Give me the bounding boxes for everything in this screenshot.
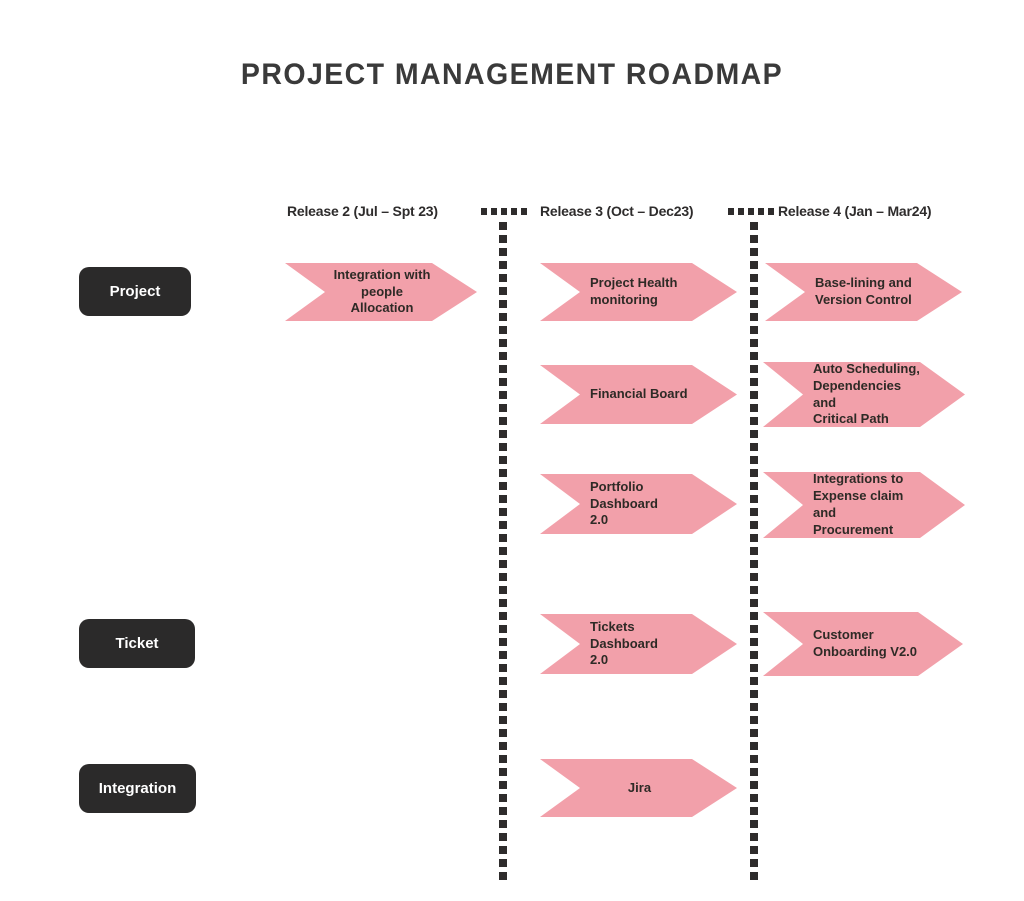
milestone-arrow-auto-scheduling-dependencies-critical-path: Auto Scheduling, Dependencies and Critic… bbox=[763, 362, 965, 427]
row-label-project: Project bbox=[79, 267, 191, 316]
row-label-project-text: Project bbox=[109, 283, 161, 300]
milestone-arrow-portfolio-dashboard-2-0: Portfolio Dashboard 2.0 bbox=[540, 474, 737, 534]
column-divider-line bbox=[499, 222, 507, 882]
milestone-arrow-integrations-expense-claim-procurement: Integrations to Expense claim and Procur… bbox=[763, 472, 965, 538]
header-divider-dashes bbox=[481, 208, 527, 215]
milestone-arrow-financial-board: Financial Board bbox=[540, 365, 737, 424]
page-title: PROJECT MANAGEMENT ROADMAP bbox=[240, 58, 784, 91]
milestone-arrow-integration-with-people-allocation: Integration with people Allocation bbox=[285, 263, 477, 321]
milestone-arrow-jira: Jira bbox=[540, 759, 737, 817]
milestone-arrow-base-lining-and-version-control: Base-lining and Version Control bbox=[765, 263, 962, 321]
header-divider-dashes bbox=[728, 208, 774, 215]
milestone-arrow-customer-onboarding-v2-0: Customer Onboarding V2.0 bbox=[763, 612, 963, 676]
row-label-ticket: Ticket bbox=[79, 619, 195, 668]
column-header-release-2: Release 2 (Jul – Spt 23) bbox=[287, 203, 438, 219]
column-divider-line bbox=[750, 222, 758, 882]
milestone-arrow-tickets-dashboard-2-0: Tickets Dashboard 2.0 bbox=[540, 614, 737, 674]
milestone-arrow-project-health-monitoring: Project Health monitoring bbox=[540, 263, 737, 321]
row-label-integration-text: Integration bbox=[98, 780, 177, 797]
column-header-release-3: Release 3 (Oct – Dec23) bbox=[540, 203, 694, 219]
row-label-ticket-text: Ticket bbox=[115, 635, 159, 652]
row-label-integration: Integration bbox=[79, 764, 196, 813]
column-header-release-4: Release 4 (Jan – Mar24) bbox=[778, 203, 932, 219]
